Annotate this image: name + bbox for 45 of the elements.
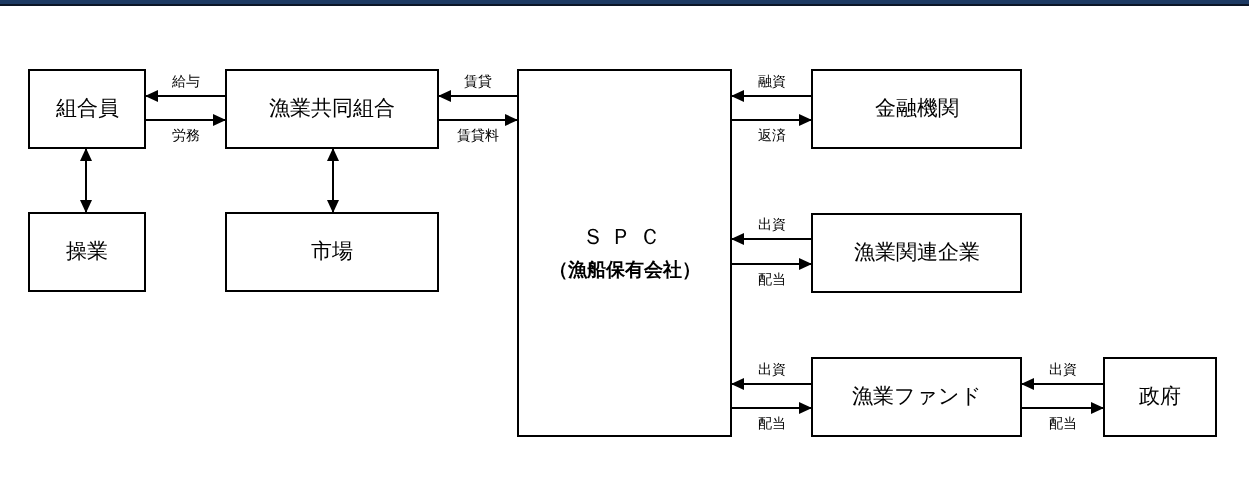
entity-box: [28, 212, 146, 292]
edge-label: 融資: [757, 72, 786, 90]
arrow: [731, 233, 812, 245]
arrow: [327, 148, 339, 213]
box-title: 漁業共同組合: [269, 95, 395, 123]
box-title: ＳＰＣ: [581, 223, 668, 251]
arrow: [731, 402, 812, 414]
edge-label: 出資: [757, 360, 786, 378]
box-title: 組合員: [55, 95, 119, 123]
arrow: [145, 90, 226, 102]
arrow: [731, 90, 812, 102]
arrow: [145, 114, 226, 126]
edge-label: 配当: [757, 414, 786, 432]
edge-label: 配当: [1048, 414, 1077, 432]
entity-box: [225, 212, 439, 292]
entity-box: [811, 213, 1022, 293]
arrow: [1021, 402, 1104, 414]
box-title: 操業: [66, 238, 108, 266]
edge-label: 労務: [171, 126, 200, 144]
entity-box: [811, 69, 1022, 149]
entity-box: [811, 357, 1022, 437]
entity-box: [1103, 357, 1217, 437]
arrow: [731, 114, 812, 126]
arrow: [438, 90, 518, 102]
edge-label: 出資: [1048, 360, 1077, 378]
box-title: 漁業ファンド: [851, 383, 982, 411]
box-title: 政府: [1139, 383, 1181, 411]
entity-box: [28, 69, 146, 149]
edge-label: 給与: [171, 72, 200, 90]
edge-label: 賃貸: [464, 72, 492, 90]
edge-label: 配当: [757, 270, 786, 288]
edge-label: 返済: [757, 126, 786, 144]
arrow: [1021, 378, 1104, 390]
box-subtitle: （漁船保有会社）: [548, 257, 701, 282]
edge-label: 賃貸料: [457, 126, 499, 144]
arrow: [80, 148, 92, 213]
box-title: 金融機関: [874, 95, 959, 123]
entity-box: [225, 69, 439, 149]
entity-box: [517, 69, 732, 437]
arrow: [731, 378, 812, 390]
arrow: [731, 258, 812, 270]
arrow: [438, 114, 518, 126]
box-title: 市場: [311, 238, 353, 266]
edge-label: 出資: [757, 215, 786, 233]
box-title: 漁業関連企業: [853, 239, 980, 267]
